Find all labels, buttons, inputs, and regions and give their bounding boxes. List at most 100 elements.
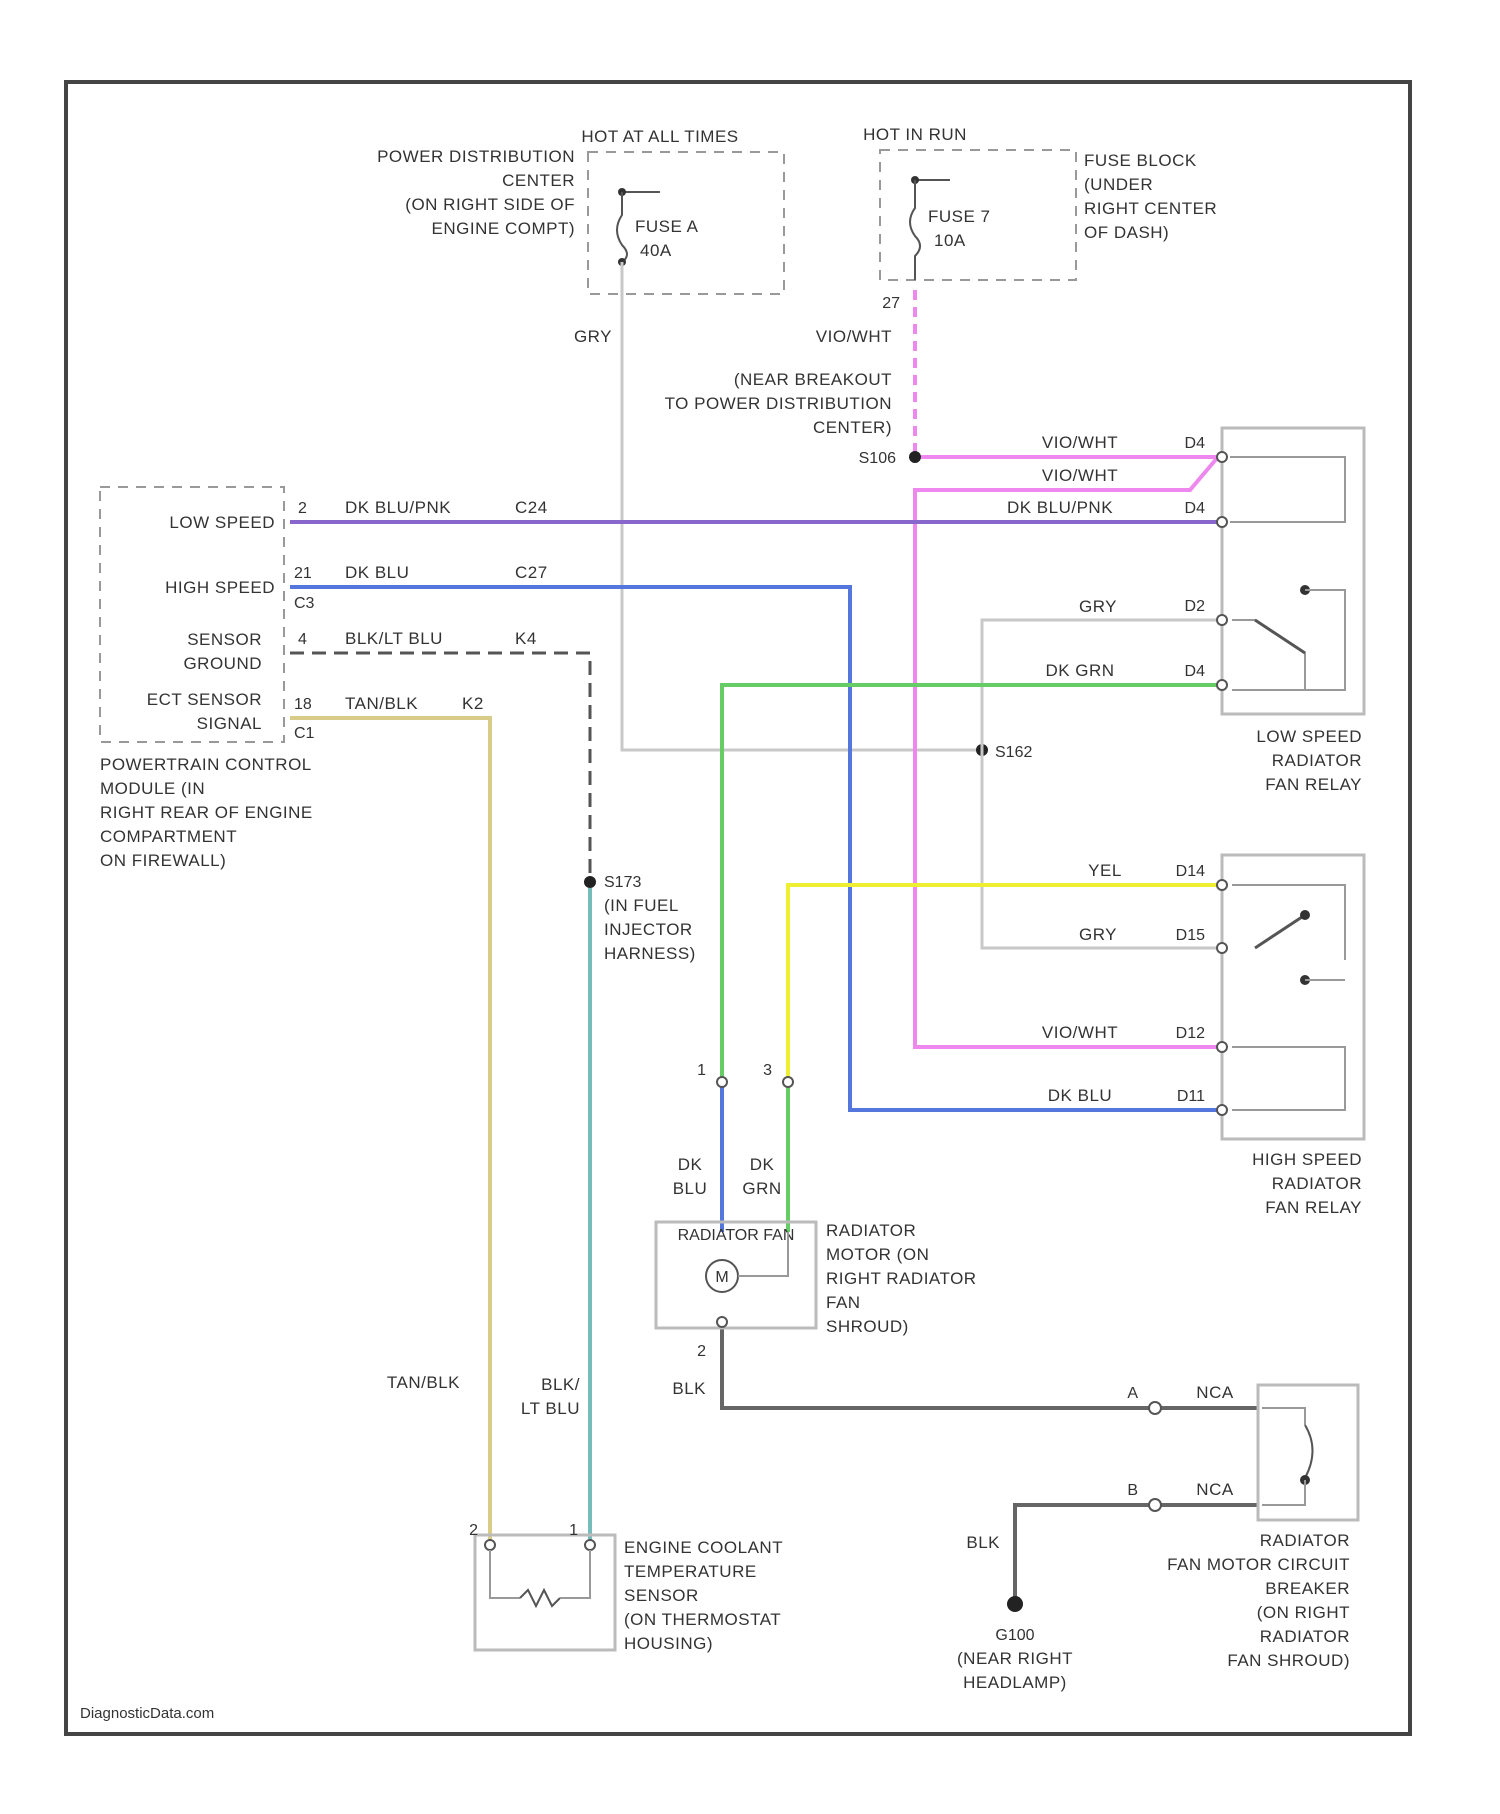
fuse-block-label-1: FUSE BLOCK (1084, 151, 1197, 170)
wire-blk-lt-blu-label-a: BLK/ (541, 1375, 580, 1394)
ect-pin-2-term (485, 1540, 495, 1550)
fuse-block-label-4: OF DASH) (1084, 223, 1169, 242)
low-speed-radiator-fan-relay: D4 D4 D2 D4 LOW SPEED RADIATOR FAN RELAY (1185, 428, 1364, 794)
breaker-label-6: FAN SHROUD) (1227, 1651, 1350, 1670)
wire-blk-lt-blu-dashed (290, 653, 590, 880)
breaker-internal (1262, 1408, 1305, 1425)
wire-gry-main: GRY S162 GRY GRY (574, 262, 1218, 948)
wire-k2-label: K2 (462, 694, 484, 713)
engine-coolant-temperature-sensor: 2 1 ENGINE COOLANT TEMPERATURE SENSOR (O… (469, 1522, 783, 1653)
pcm-label-2: MODULE (IN (100, 779, 205, 798)
fan-motor-label-3: RIGHT RADIATOR (826, 1269, 977, 1288)
wire-gry-label-top: GRY (574, 327, 612, 346)
wire-vio-wht-label-2: VIO/WHT (1042, 466, 1118, 485)
breaker-pin-b-term (1149, 1499, 1161, 1511)
footer-source: DiagnosticData.com (80, 1705, 214, 1722)
pcm-pin-ect-sensor: ECT SENSOR (147, 690, 262, 709)
fan-motor-out-term (717, 1317, 727, 1327)
fan-pin-3: 3 (763, 1062, 772, 1079)
splice-s106-dot[interactable] (909, 451, 921, 463)
ect-internal (490, 1550, 520, 1598)
breaker-pin-b: B (1127, 1482, 1138, 1499)
fuse-a-symbol (617, 192, 627, 262)
ect-label-4: (ON THERMOSTAT (624, 1610, 781, 1629)
splice-s173-label: S173 (604, 874, 641, 891)
term-d15 (1217, 943, 1227, 953)
high-relay-pin-d14: D14 (1176, 863, 1205, 880)
term-d11 (1217, 1105, 1227, 1115)
breaker-pin-a-term (1149, 1402, 1161, 1414)
pcm-pin-low-speed: LOW SPEED (169, 513, 275, 532)
pcm-pin-ground: GROUND (183, 654, 262, 673)
fuse-a-label: FUSE A (635, 217, 699, 236)
pcm-pin-sensor: SENSOR (187, 630, 262, 649)
high-speed-radiator-fan-relay: D14 D15 D12 D11 HIGH SPEED RADIATOR FAN … (1176, 855, 1364, 1217)
ect-label-5: HOUSING) (624, 1634, 713, 1653)
wire-vio-wht: VIO/WHT (NEAR BREAKOUT TO POWER DISTRIBU… (665, 290, 1218, 1047)
fan-pin-2: 2 (697, 1343, 706, 1360)
high-relay-top-line (1232, 885, 1345, 960)
wire-dk-grn-line (722, 685, 1218, 1080)
splice-injector-label-1: (IN FUEL (604, 896, 679, 915)
wire-k4-label: K4 (515, 629, 537, 648)
ect-pin-1-term (585, 1540, 595, 1550)
wire-fan-blu-label: BLU (673, 1179, 708, 1198)
wire-blk-fan-to-breaker (722, 1320, 1258, 1408)
pcm-pin-num-2: 2 (298, 500, 307, 517)
high-relay-box (1222, 855, 1364, 1139)
wire-blk-lt-blu-label-left: BLK/LT BLU (345, 629, 443, 648)
high-relay-pin-d15: D15 (1176, 927, 1205, 944)
fuse-7-label: FUSE 7 (928, 207, 991, 226)
pcm-pin-num-21: 21 (294, 565, 312, 582)
pcm-pin-high-speed: HIGH SPEED (165, 578, 275, 597)
wire-vio-wht-to-high-d12 (915, 457, 1218, 1047)
fan-motor-label-4: FAN (826, 1293, 861, 1312)
breaker-label-4: (ON RIGHT (1257, 1603, 1350, 1622)
low-relay-no-line (1305, 590, 1345, 690)
hot-at-all-times-label: HOT AT ALL TIMES (581, 127, 738, 146)
breaker-internal-2 (1262, 1480, 1305, 1505)
breaker-box (1258, 1385, 1358, 1520)
pcm-label-1: POWERTRAIN CONTROL (100, 755, 312, 774)
splice-injector-label-2: INJECTOR (604, 920, 693, 939)
wire-nca-label-b: NCA (1196, 1480, 1234, 1499)
wire-tan-blk-line (290, 718, 490, 1545)
wire-dk-blu-label-left: DK BLU (345, 563, 409, 582)
low-relay-pin-d2: D2 (1185, 598, 1206, 615)
wire-tan-blk-label-low: TAN/BLK (387, 1373, 460, 1392)
pcm-pin-signal: SIGNAL (197, 714, 262, 733)
splice-s173-dot[interactable] (584, 876, 596, 888)
hot-in-run-label: HOT IN RUN (863, 125, 967, 144)
ground-location-2: HEADLAMP) (963, 1673, 1067, 1692)
low-relay-box (1222, 428, 1364, 714)
fuse-block: HOT IN RUN FUSE 7 10A FUSE BLOCK (UNDER … (863, 125, 1217, 312)
wire-fan-grn-label: GRN (742, 1179, 781, 1198)
low-relay-label-3: FAN RELAY (1265, 775, 1362, 794)
radiator-fan-motor-circuit-breaker: RADIATOR FAN MOTOR CIRCUIT BREAKER (ON R… (1167, 1385, 1358, 1670)
ect-pin-2: 2 (469, 1522, 478, 1539)
wire-dk-grn-label-top: DK GRN (1045, 661, 1114, 680)
low-relay-pin-d4-top: D4 (1185, 435, 1206, 452)
pcm-label-5: ON FIREWALL) (100, 851, 226, 870)
high-relay-coil (1232, 1047, 1345, 1110)
high-relay-label-2: RADIATOR (1272, 1174, 1362, 1193)
power-distribution-center: HOT AT ALL TIMES POWER DISTRIBUTION CENT… (377, 127, 784, 294)
wire-tan-blk-label-top: TAN/BLK (345, 694, 418, 713)
wire-fan-dk-label: DK (678, 1155, 703, 1174)
fuse-a-rating: 40A (640, 241, 672, 260)
wire-dk-blu-pnk: DK BLU/PNK C24 DK BLU/PNK (290, 498, 1218, 522)
wire-dk-blu-pnk-label-left: DK BLU/PNK (345, 498, 451, 517)
ect-thermistor (520, 1590, 560, 1606)
low-relay-label-2: RADIATOR (1272, 751, 1362, 770)
pcm-pin-num-c1: C1 (294, 725, 315, 742)
pdc-label-1: POWER DISTRIBUTION (377, 147, 575, 166)
wire-dk-blu-label-right: DK BLU (1048, 1086, 1112, 1105)
fan-motor-inner-label: RADIATOR FAN (678, 1227, 795, 1244)
term-d12 (1217, 1042, 1227, 1052)
fan-motor-m: M (715, 1269, 728, 1286)
splice-injector-label-3: HARNESS) (604, 944, 696, 963)
wire-gry-to-high-relay (982, 750, 1218, 948)
ground-dot[interactable] (1007, 1596, 1023, 1612)
wire-c27-label: C27 (515, 563, 548, 582)
